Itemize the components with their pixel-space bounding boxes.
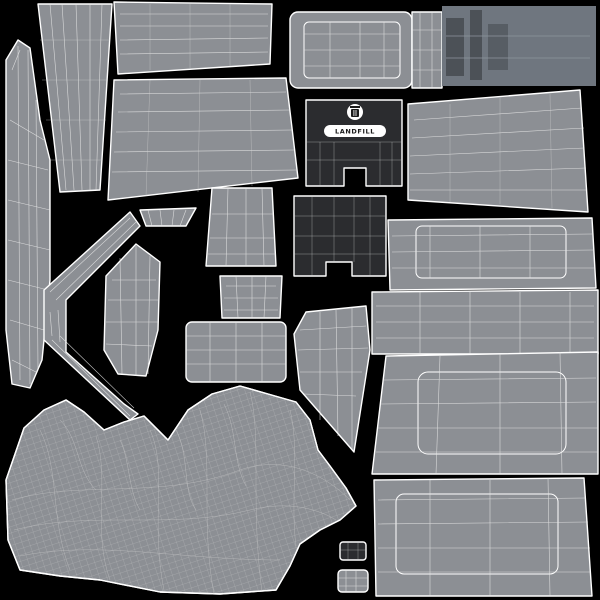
uv-island-side-panel-a bbox=[387, 217, 597, 291]
landfill-label-text: LANDFILL bbox=[335, 128, 375, 136]
trash-can-icon bbox=[347, 104, 363, 120]
uv-island-small-cap-b bbox=[337, 569, 369, 593]
uv-island-steel-block bbox=[442, 6, 596, 86]
uv-island-tapered-strip bbox=[37, 3, 113, 193]
uv-island-handle bbox=[205, 187, 277, 267]
uv-island-top-panel bbox=[113, 1, 273, 75]
uv-island-side-panel-b bbox=[371, 289, 599, 355]
uv-island-base-panel bbox=[373, 477, 593, 597]
uv-island-front-panel bbox=[107, 77, 299, 201]
uv-island-dark-decal bbox=[293, 195, 387, 277]
uv-island-lower-box bbox=[185, 321, 287, 383]
uv-island-hinge bbox=[411, 11, 443, 89]
uv-island-wedge-b bbox=[293, 305, 371, 453]
uv-island-clip bbox=[139, 207, 197, 227]
uv-island-left-strip bbox=[5, 39, 51, 389]
uv-island-side-panel-c bbox=[371, 351, 599, 475]
uv-island-rock-terrain bbox=[5, 385, 357, 595]
uv-island-small-cap-a bbox=[339, 541, 367, 561]
landfill-badge bbox=[324, 125, 386, 137]
uv-island-right-panel bbox=[407, 89, 589, 213]
uv-island-bracket bbox=[43, 211, 141, 421]
uv-island-lid-frame bbox=[289, 11, 413, 89]
landfill-label-decal: LANDFILL bbox=[305, 99, 403, 187]
uv-island-latch bbox=[219, 275, 283, 319]
uv-island-wedge-a bbox=[103, 243, 161, 377]
